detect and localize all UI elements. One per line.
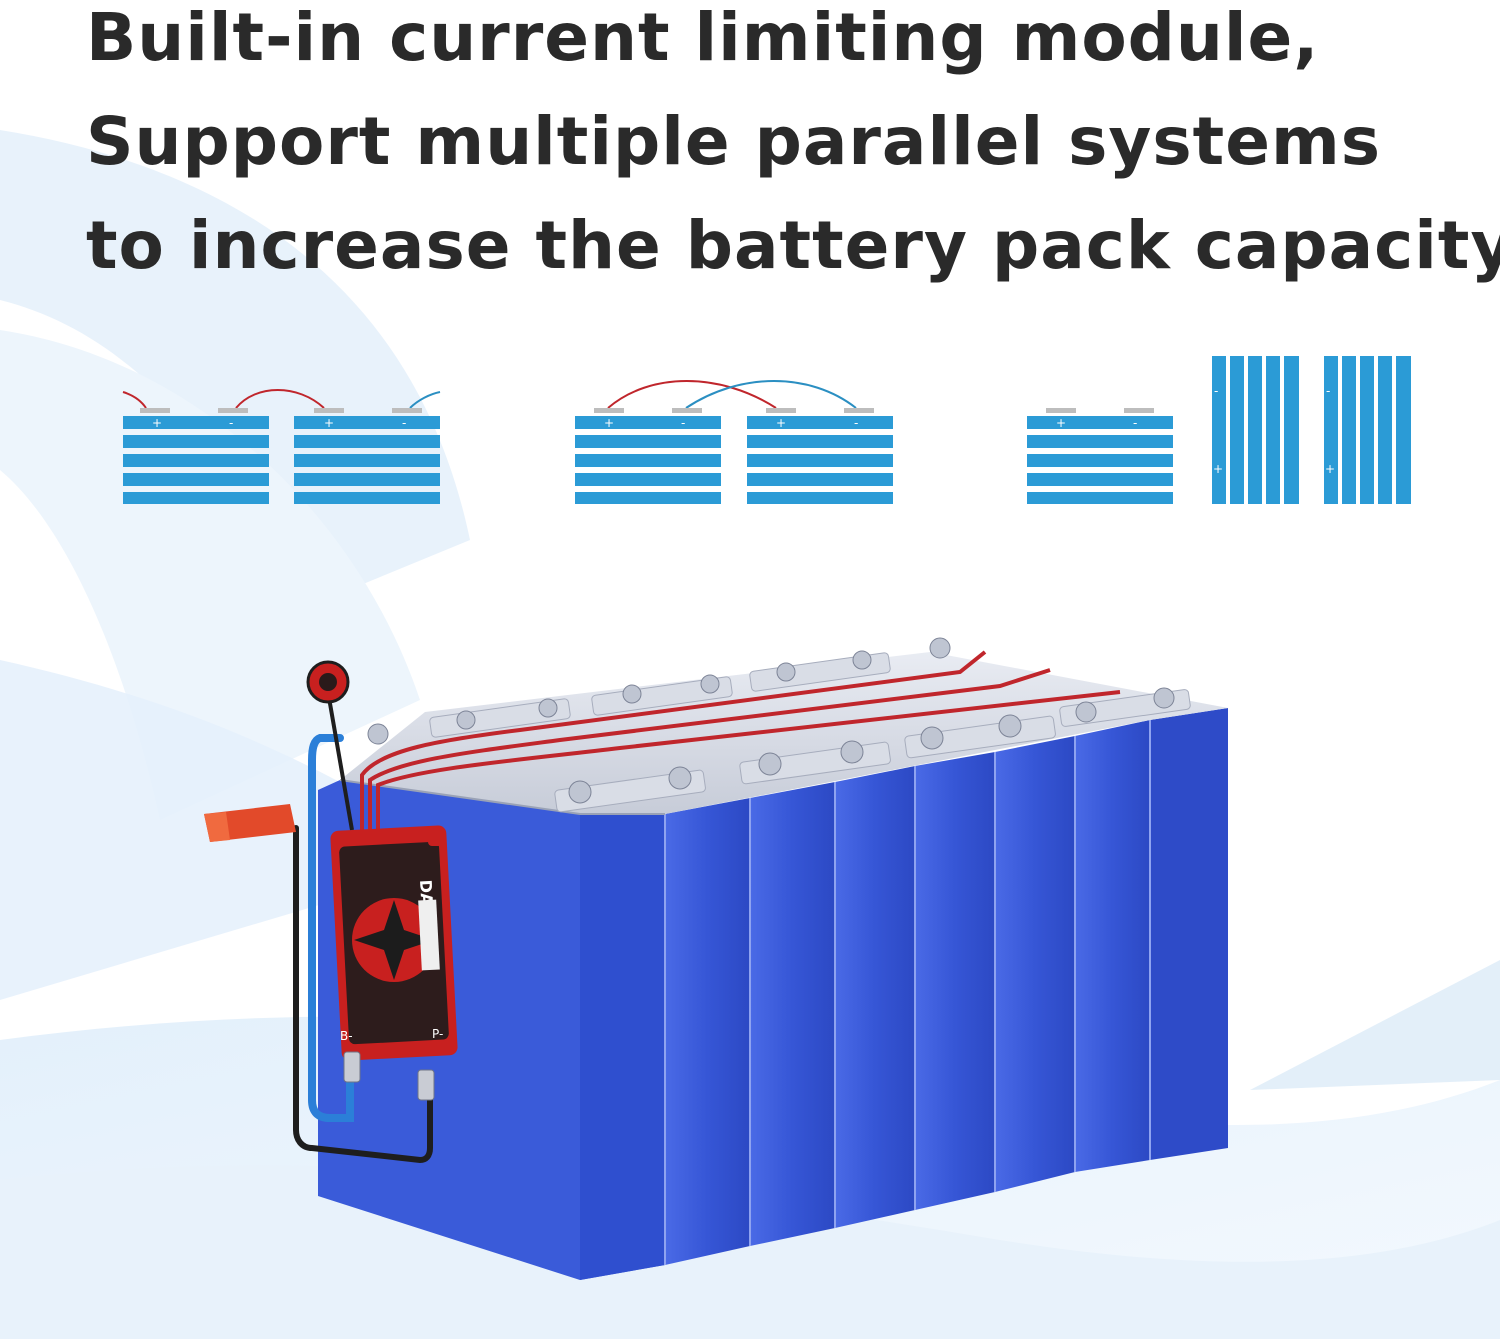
terminal-bolts xyxy=(367,637,1175,804)
terminal-plus: + xyxy=(776,416,786,430)
battery-pack-product-image: DALY B- P- xyxy=(204,637,1228,1280)
terminal-minus: - xyxy=(1133,416,1137,430)
battery-pack-icon: + - xyxy=(1027,408,1173,504)
balance-wires xyxy=(360,650,1121,830)
terminal-plus: + xyxy=(1213,462,1223,476)
parallel-diagram-2: + - + - xyxy=(575,380,893,504)
headline-line-1: Built-in current limiting module, xyxy=(86,0,1320,76)
terminal-plus: + xyxy=(1325,462,1335,476)
parallel-diagram-3: + - - + - + xyxy=(1027,356,1411,504)
cable-lugs xyxy=(343,1051,435,1101)
terminal-plus: + xyxy=(1056,416,1066,430)
power-connector xyxy=(204,804,296,842)
bms-board: DALY B- P- xyxy=(330,825,458,1061)
main-leads xyxy=(293,734,433,1164)
terminal-minus: - xyxy=(1326,384,1330,398)
battery-cells xyxy=(318,652,1228,1280)
terminal-plus: + xyxy=(152,416,162,430)
red-wire xyxy=(235,389,325,409)
red-wire xyxy=(122,391,147,409)
vertical-battery-pack-icon: - + xyxy=(1324,356,1411,504)
headline: Built-in current limiting module, Suppor… xyxy=(86,0,1500,298)
terminal-minus: - xyxy=(229,416,233,430)
power-switch xyxy=(306,660,354,831)
headline-line-2: Support multiple parallel systems xyxy=(86,103,1382,180)
vertical-battery-pack-icon: - + xyxy=(1212,356,1299,504)
terminal-plus: + xyxy=(324,416,334,430)
parallel-diagram-1: + - + - xyxy=(122,389,441,504)
battery-pack-icon: + - xyxy=(294,408,440,504)
battery-pack-icon: + - xyxy=(747,408,893,504)
terminal-minus: - xyxy=(854,416,858,430)
red-wire xyxy=(607,380,777,409)
terminal-minus: - xyxy=(1214,384,1218,398)
headline-line-3: to increase the battery pack capacity xyxy=(86,207,1500,284)
blue-wire xyxy=(685,380,857,409)
terminal-minus: - xyxy=(402,416,406,430)
bms-port-b-label: B- xyxy=(340,1029,353,1043)
battery-pack-icon: + - xyxy=(123,408,269,504)
terminal-plus: + xyxy=(604,416,614,430)
bms-port-p-label: P- xyxy=(432,1027,443,1041)
terminal-minus: - xyxy=(681,416,685,430)
battery-pack-icon: + - xyxy=(575,408,721,504)
blue-wire xyxy=(409,391,441,409)
